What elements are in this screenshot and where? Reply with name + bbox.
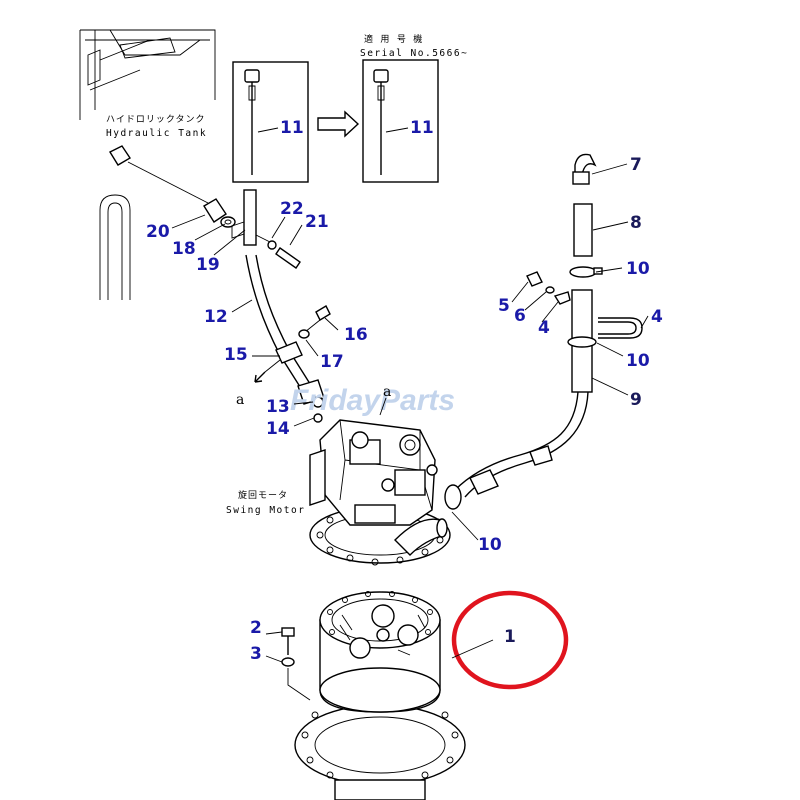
- callout-10a: 10: [626, 259, 650, 279]
- leader-11b: [385, 127, 409, 133]
- drain-hose-right: [444, 391, 589, 510]
- port-a-top: a: [383, 384, 391, 400]
- arrow-new-version: [317, 110, 360, 138]
- nut-5-washer-6-bracket-4: [526, 271, 571, 305]
- hydraulic-tank-en-label: Hydraulic Tank: [106, 128, 207, 139]
- clamp-10-mid: [567, 336, 597, 348]
- callout-6: 6: [514, 306, 526, 326]
- highlight-ring: [451, 590, 569, 690]
- callout-10b: 10: [626, 351, 650, 371]
- port-a-left: a: [236, 392, 244, 408]
- serial-jp-label: 適 用 号 機: [364, 33, 423, 45]
- callout-14: 14: [266, 419, 290, 439]
- callout-11a: 11: [280, 118, 304, 138]
- swing-machinery[interactable]: [294, 591, 466, 800]
- callout-3: 3: [250, 644, 262, 664]
- callout-4b: 4: [651, 307, 663, 327]
- leader-11a: [257, 127, 279, 133]
- dipstick-old: [232, 61, 309, 183]
- breather-cap: [109, 145, 236, 228]
- callout-11b: 11: [410, 118, 434, 138]
- callout-16: 16: [344, 325, 368, 345]
- callout-8: 8: [630, 213, 642, 233]
- callout-13: 13: [266, 397, 290, 417]
- fitting-13-14: [312, 396, 324, 423]
- callout-21: 21: [305, 212, 329, 232]
- pipe-8: [573, 203, 593, 257]
- dipstick-new: [362, 59, 439, 183]
- hydraulic-tank: [79, 29, 216, 300]
- callout-22: 22: [280, 199, 304, 219]
- leader-port-a-top: [379, 397, 387, 416]
- serial-en-label: Serial No.5666~: [360, 48, 468, 59]
- watermark-text: FridayParts: [290, 384, 455, 417]
- callout-4a: 4: [538, 318, 550, 338]
- bolt-2-washer-3: [281, 627, 311, 701]
- leader-lines: [171, 163, 649, 663]
- callout-19: 19: [196, 255, 220, 275]
- swing-motor-en-label: Swing Motor: [226, 505, 305, 516]
- callout-18: 18: [172, 239, 196, 259]
- callout-9: 9: [630, 390, 642, 410]
- elbow-7: [572, 153, 597, 185]
- bolt-16: [298, 305, 331, 339]
- hydraulic-tank-jp-label: ハイドロリックタンク: [106, 114, 205, 125]
- tee-fitting: [231, 189, 301, 269]
- u-clamp-4: [598, 317, 643, 339]
- callout-5: 5: [498, 296, 510, 316]
- callout-2: 2: [250, 618, 262, 638]
- callout-12: 12: [204, 307, 228, 327]
- callout-10c: 10: [478, 535, 502, 555]
- drain-hose: [245, 254, 325, 405]
- callout-17: 17: [320, 352, 344, 372]
- callout-15: 15: [224, 345, 248, 365]
- callout-1: 1: [504, 627, 516, 647]
- callout-7: 7: [630, 155, 642, 175]
- swing-motor: [309, 419, 451, 566]
- callout-20: 20: [146, 222, 170, 242]
- swing-motor-jp-label: 旋回モータ: [238, 489, 288, 501]
